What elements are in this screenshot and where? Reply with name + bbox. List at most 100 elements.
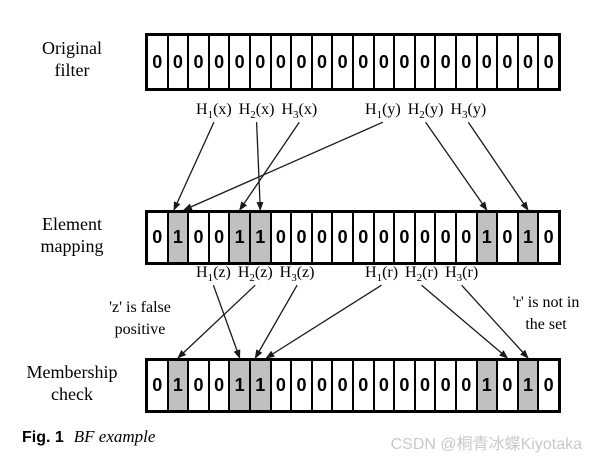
hash-labels-r: H1(r) H2(r) H3(r) xyxy=(365,264,478,284)
hash-label-x3: H3(x) xyxy=(281,101,318,122)
bit-cell: 0 xyxy=(167,35,189,89)
bit-cell: 0 xyxy=(517,35,539,89)
bit-cell: 0 xyxy=(229,35,250,89)
bit-cell: 1 xyxy=(476,212,498,263)
bit-cell: 0 xyxy=(476,35,498,89)
bit-cell: 0 xyxy=(188,360,209,411)
bit-cell: 0 xyxy=(414,212,436,263)
bit-cell: 1 xyxy=(229,360,250,411)
arrow-y3 xyxy=(467,121,529,211)
bit-cell: 0 xyxy=(414,35,436,89)
bit-cell: 1 xyxy=(249,360,271,411)
bit-cell: 1 xyxy=(517,360,539,411)
text-line: filter xyxy=(54,59,90,80)
bit-cell: 0 xyxy=(455,360,477,411)
text-line: 'r' is not in xyxy=(512,294,580,311)
hash-label-r3: H3(r) xyxy=(445,264,479,285)
bit-cell: 0 xyxy=(538,212,559,263)
bit-cell: 0 xyxy=(373,360,395,411)
bit-cell: 0 xyxy=(332,360,353,411)
arrow-x2 xyxy=(255,122,264,211)
bit-cell: 1 xyxy=(476,360,498,411)
bit-cell: 0 xyxy=(538,360,559,411)
watermark-text: CSDN @桐青冰蝶Kiyotaka xyxy=(390,436,582,453)
hash-label-x2: H2(x) xyxy=(238,101,275,122)
hash-labels-x: H1(x) H2(x) H3(x) xyxy=(196,101,317,121)
not-in-set-note: 'r' is not in the set xyxy=(490,292,602,335)
bit-cell: 0 xyxy=(332,212,353,263)
arrow-z1 xyxy=(212,284,241,359)
bit-cell: 0 xyxy=(497,360,518,411)
arrow-r1 xyxy=(265,284,382,359)
figure-caption: Fig. 1 BF example xyxy=(22,427,155,447)
bit-cell: 0 xyxy=(435,360,456,411)
bit-cell: 0 xyxy=(373,35,395,89)
bit-cell: 0 xyxy=(147,360,168,411)
hash-label-z1: H1(z) xyxy=(196,264,231,285)
bit-cell: 0 xyxy=(291,212,312,263)
arrow-y2 xyxy=(425,121,488,211)
hash-label-y1: H1(y) xyxy=(365,101,401,122)
hash-label-z3: H3(z) xyxy=(279,264,315,285)
bit-cell: 0 xyxy=(270,360,292,411)
hash-labels-z: H1(z)H2(z)H3(z) xyxy=(196,264,314,284)
bit-cell: 0 xyxy=(332,35,353,89)
bit-cell: 0 xyxy=(270,35,292,89)
bit-cell: 0 xyxy=(291,35,312,89)
bit-cell: 0 xyxy=(497,35,518,89)
hash-labels-y: H1(y) H2(y) H3(y) xyxy=(365,101,486,121)
bit-cell: 0 xyxy=(394,360,415,411)
bit-cell: 0 xyxy=(414,360,436,411)
bit-cell: 0 xyxy=(352,212,374,263)
hash-label-y2: H2(y) xyxy=(407,101,444,122)
bit-cell: 1 xyxy=(229,212,250,263)
bit-cell: 0 xyxy=(435,212,456,263)
bit-cell: 0 xyxy=(208,35,230,89)
text-line: mapping xyxy=(40,235,104,256)
text-line: 'z' is false xyxy=(109,299,171,316)
bit-cell: 0 xyxy=(270,212,292,263)
text-line: check xyxy=(51,383,93,404)
bit-cell: 0 xyxy=(455,35,477,89)
text-line: positive xyxy=(114,320,166,338)
hash-label-y3: H3(y) xyxy=(450,101,487,122)
bit-cell: 0 xyxy=(208,360,230,411)
text-line: Original xyxy=(42,38,102,58)
arrow-z3 xyxy=(254,284,298,359)
bit-cell: 0 xyxy=(352,35,374,89)
text-line: the set xyxy=(525,315,567,333)
bit-cell: 0 xyxy=(208,212,230,263)
bit-cell: 1 xyxy=(167,360,189,411)
bit-cell: 0 xyxy=(538,35,559,89)
bit-cell: 0 xyxy=(394,35,415,89)
figure-title: BF example xyxy=(73,427,156,446)
bit-cell: 0 xyxy=(291,360,312,411)
hash-label-x1: H1(x) xyxy=(196,101,232,122)
false-positive-note: 'z' is false positive xyxy=(70,297,210,340)
arrow-y1 xyxy=(182,121,384,211)
hash-label-r2: H2(r) xyxy=(405,264,439,285)
figure-number: Fig. 1 xyxy=(22,429,64,446)
bit-cell: 0 xyxy=(352,360,374,411)
bit-cell: 0 xyxy=(435,35,456,89)
hash-label-r1: H1(r) xyxy=(365,264,399,285)
arrow-x3 xyxy=(239,121,300,211)
bit-cell: 0 xyxy=(188,212,209,263)
bit-cell: 0 xyxy=(311,212,333,263)
bit-cell: 0 xyxy=(373,212,395,263)
bit-cell: 0 xyxy=(311,360,333,411)
bit-cell: 0 xyxy=(394,212,415,263)
text-line: Element xyxy=(42,214,102,234)
bit-cell: 1 xyxy=(167,212,189,263)
bit-cell: 0 xyxy=(147,35,168,89)
bit-cell: 0 xyxy=(249,35,271,89)
bit-cell: 0 xyxy=(311,35,333,89)
arrow-x1 xyxy=(173,121,215,211)
